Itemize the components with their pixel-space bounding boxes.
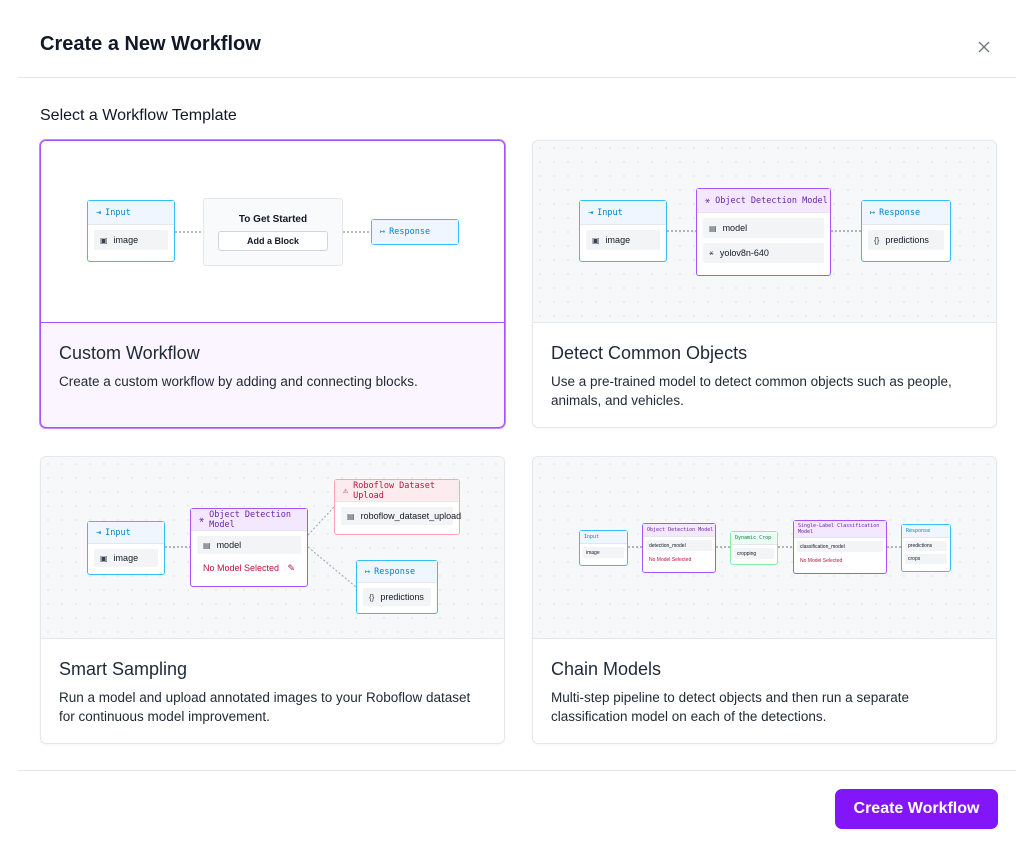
input-node: ⇥Input ▣image — [87, 200, 175, 262]
response-node: Response predictions crops — [901, 524, 951, 572]
add-block-button[interactable]: Add a Block — [218, 231, 328, 251]
input-node: ⇥Input ▣image — [87, 521, 165, 575]
card-title: Chain Models — [551, 659, 662, 679]
upload-node: ⚠Roboflow Dataset Upload ▤roboflow_datas… — [334, 479, 461, 535]
template-preview: ⇥Input ▣image ⚹Object Detection Model ▤m… — [41, 457, 504, 639]
response-node: ↦Response — [371, 219, 459, 245]
card-description: Use a pre-trained model to detect common… — [551, 374, 952, 408]
template-preview: ⇥Input ▣image To Get Started Add a Block… — [41, 141, 504, 323]
preview-edges — [628, 546, 901, 548]
card-title: Smart Sampling — [59, 659, 188, 679]
response-node: ↦Response {}predictions — [861, 200, 951, 262]
classification-model-node: Single-Label Classification Model classi… — [793, 520, 887, 574]
section-title: Select a Workflow Template — [40, 107, 237, 124]
card-title: Custom Workflow — [59, 343, 200, 363]
card-title: Detect Common Objects — [551, 343, 748, 363]
get-started-node: To Get Started Add a Block — [203, 198, 343, 266]
model-node: ⚹Object Detection Model ▤model No Model … — [190, 508, 308, 587]
edit-icon[interactable]: ✎ — [287, 562, 295, 573]
template-card-detect-common-objects[interactable]: ⇥Input ▣image ⚹Object Detection Model ▤m… — [532, 140, 997, 428]
preview-edges — [175, 231, 371, 233]
detection-model-node: Object Detection Model detection_model N… — [642, 523, 716, 573]
model-node: ⚹Object Detection Model ▤model ⚹yolov8n-… — [696, 188, 831, 276]
modal-header: Create a New Workflow — [18, 0, 1016, 78]
modal-title: Create a New Workflow — [40, 33, 261, 55]
modal-footer — [18, 770, 1016, 862]
template-preview: Input image Object Detection Model detec… — [533, 457, 996, 639]
template-card-smart-sampling[interactable]: ⇥Input ▣image ⚹Object Detection Model ▤m… — [40, 456, 505, 744]
preview-edges — [165, 506, 357, 588]
card-description: Run a model and upload annotated images … — [59, 690, 471, 724]
template-card-chain-models[interactable]: Input image Object Detection Model detec… — [532, 456, 997, 744]
template-preview: ⇥Input ▣image ⚹Object Detection Model ▤m… — [533, 141, 996, 323]
card-description: Create a custom workflow by adding and c… — [59, 374, 418, 389]
template-card-custom-workflow[interactable]: ⇥Input ▣image To Get Started Add a Block… — [40, 140, 505, 428]
input-node: Input image — [579, 530, 628, 566]
preview-edges — [667, 230, 861, 232]
input-node: ⇥Input ▣image — [579, 200, 667, 262]
card-description: Multi-step pipeline to detect objects an… — [551, 690, 909, 724]
dynamic-crop-node: Dynamic Crop cropping — [730, 531, 778, 565]
create-workflow-button[interactable]: Create Workflow — [835, 789, 998, 829]
close-icon[interactable] — [975, 38, 993, 56]
response-node: ↦Response {}predictions — [356, 560, 438, 614]
